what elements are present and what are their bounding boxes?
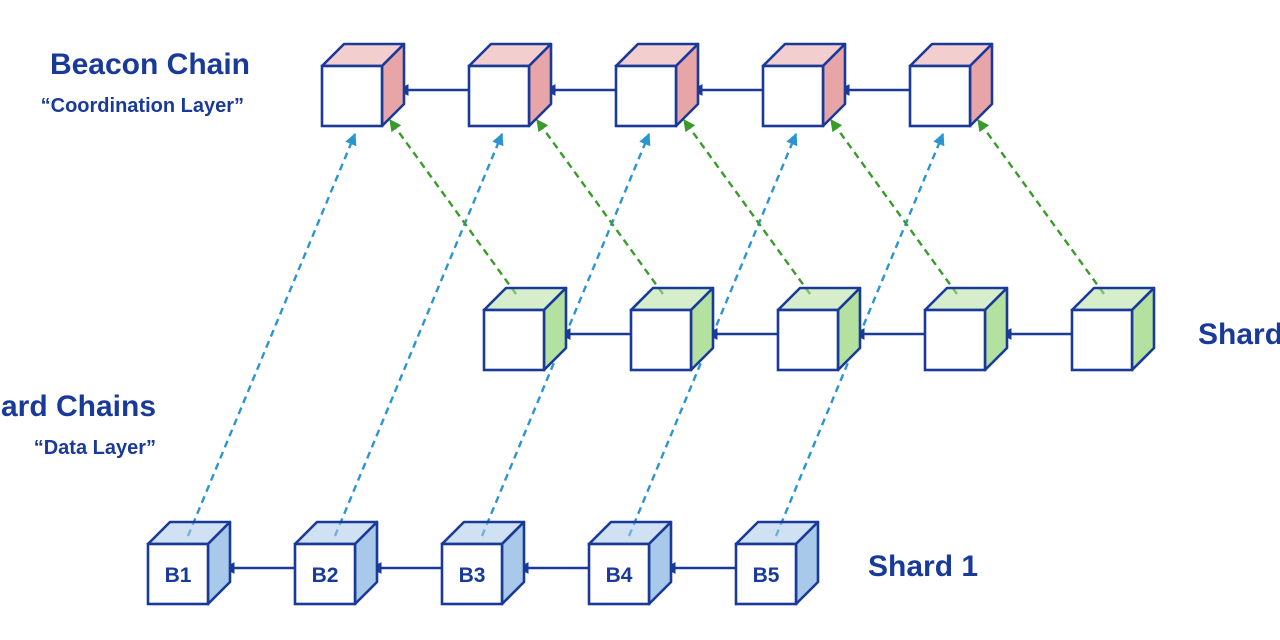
shard1-block: B4 [587, 520, 673, 606]
shard1-block-label: B3 [459, 564, 486, 587]
shard1-block: B5 [734, 520, 820, 606]
shard-2-label: Shard 2 [1198, 318, 1280, 351]
beacon-block [761, 42, 847, 128]
shard1-block-label: B1 [165, 564, 192, 587]
shard-1-label: Shard 1 [868, 550, 979, 583]
shard2-block [923, 286, 1009, 372]
shard1-block: B1 [146, 520, 232, 606]
beacon-block [467, 42, 553, 128]
shard-chains-subtitle: “Data Layer” [33, 437, 156, 459]
shard2-block [776, 286, 862, 372]
shard1-block-label: B2 [312, 564, 339, 587]
shard2-block [1070, 286, 1156, 372]
shard2-block [629, 286, 715, 372]
shard1-block: B2 [293, 520, 379, 606]
beacon-chain-subtitle: “Coordination Layer” [40, 95, 244, 117]
beacon-block [614, 42, 700, 128]
beacon-chain-title: Beacon Chain [49, 48, 250, 81]
shard-chains-title: Shard Chains [0, 390, 156, 423]
shard1-crosslink [333, 132, 504, 537]
shard2-block [482, 286, 568, 372]
shard1-block: B3 [440, 520, 526, 606]
beacon-block [908, 42, 994, 128]
shard2-crosslink [977, 119, 1105, 295]
shard1-block-label: B5 [753, 564, 780, 587]
shard1-block-label: B4 [606, 564, 633, 587]
shard1-crosslink [186, 132, 357, 537]
beacon-block [320, 42, 406, 128]
